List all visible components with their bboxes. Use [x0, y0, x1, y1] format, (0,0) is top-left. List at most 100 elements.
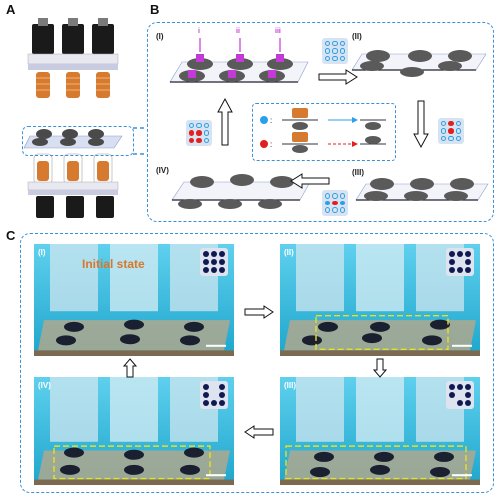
scale-bar	[452, 344, 472, 347]
grid-dot	[203, 400, 209, 406]
droplet-icon	[370, 321, 390, 332]
droplet-icon	[434, 451, 454, 462]
panel-a-letter: A	[6, 2, 16, 17]
scale-bar	[452, 474, 472, 477]
svg-text::: :	[270, 116, 272, 125]
c-photo-4	[34, 377, 234, 485]
photo-scene	[280, 377, 480, 485]
grid-dot	[457, 400, 463, 406]
b-legend-box	[252, 103, 396, 161]
panel-a-b-connector	[133, 127, 147, 155]
b-step-3-plate	[354, 170, 492, 210]
grid-dot	[465, 267, 471, 273]
grid-dot	[457, 392, 463, 398]
panel-b-letter: B	[150, 2, 160, 17]
grid-dot	[211, 251, 217, 257]
b-step-3-label: (III)	[352, 168, 364, 177]
droplet-plate	[23, 129, 123, 149]
panel-b-frame	[147, 22, 494, 222]
top-electromagnets	[27, 18, 119, 98]
droplet-icon	[184, 447, 204, 458]
b-col-label-iii: iii	[275, 28, 281, 35]
c-step-4-label: (IV)	[38, 381, 51, 390]
c-step-1-label: (I)	[38, 248, 46, 257]
droplet-icon	[430, 319, 450, 330]
droplet-icon	[124, 319, 144, 330]
highlight-region	[53, 445, 211, 480]
grid-dot	[211, 259, 217, 265]
grid-dot	[465, 384, 471, 390]
b-grid-left	[186, 120, 212, 146]
droplet-icon	[180, 464, 200, 475]
grid-dot	[465, 392, 471, 398]
grid-dot	[449, 251, 455, 257]
b-legend-illustration: : :	[260, 108, 386, 153]
droplet-icon	[362, 333, 382, 344]
b-col-label-i: i	[198, 28, 200, 35]
left-arrow-icon	[290, 173, 330, 189]
droplet-icon	[120, 334, 140, 345]
c-step-3-label: (III)	[284, 381, 296, 390]
grid-dot	[203, 267, 209, 273]
droplet-icon	[56, 335, 76, 346]
grid-dot	[219, 384, 225, 390]
highlight-region	[315, 314, 449, 350]
grid-dot	[203, 384, 209, 390]
grid-dot	[465, 400, 471, 406]
up-arrow-icon	[217, 97, 233, 146]
grid-dot	[203, 259, 209, 265]
droplet-icon	[318, 321, 338, 332]
droplet-icon	[374, 451, 394, 462]
grid-dot	[449, 267, 455, 273]
b-step-2-plate	[350, 40, 490, 80]
c-grid-4	[200, 381, 228, 409]
b-step-1-label: (I)	[156, 32, 164, 41]
c-step-2-label: (II)	[284, 248, 294, 257]
b-grid-top	[322, 38, 348, 64]
grid-dot	[457, 267, 463, 273]
grid-dot	[211, 392, 217, 398]
c-grid-2	[446, 248, 474, 276]
device-illustration	[22, 16, 132, 221]
grid-dot	[211, 400, 217, 406]
b-step-2-label: (II)	[352, 32, 362, 41]
droplet-icon	[184, 321, 204, 332]
c-left-arrow-icon	[244, 425, 274, 439]
grid-dot	[449, 400, 455, 406]
svg-text::: :	[270, 140, 272, 149]
scale-bar	[206, 474, 226, 477]
right-arrow-icon	[318, 69, 358, 85]
grid-dot	[211, 384, 217, 390]
grid-dot	[219, 251, 225, 257]
grid-dot	[457, 384, 463, 390]
down-arrow-icon	[413, 100, 429, 149]
c-down-arrow-icon	[372, 358, 388, 378]
grid-dot	[219, 392, 225, 398]
grid-dot	[219, 400, 225, 406]
grid-dot	[449, 392, 455, 398]
grid-dot	[449, 384, 455, 390]
grid-dot	[457, 259, 463, 265]
electromagnet-icon	[282, 108, 318, 130]
grid-dot	[211, 267, 217, 273]
b-step-4-label: (IV)	[156, 166, 169, 175]
droplet-icon	[64, 447, 84, 458]
grid-dot	[449, 259, 455, 265]
c-up-arrow-icon	[122, 358, 138, 378]
droplet-icon	[310, 467, 330, 478]
droplet-icon	[430, 467, 450, 478]
c-grid-3	[446, 381, 474, 409]
grid-dot	[203, 251, 209, 257]
b-grid-right	[438, 118, 464, 144]
grid-dot	[465, 251, 471, 257]
b-step-1-plate	[168, 28, 316, 88]
b-step-4-plate	[170, 166, 318, 214]
droplet-icon	[180, 335, 200, 346]
droplet-icon	[422, 335, 442, 346]
initial-state-label: Initial state	[82, 257, 145, 271]
b-col-label-ii: ii	[236, 28, 240, 35]
droplet-icon	[60, 464, 80, 475]
grid-dot	[465, 259, 471, 265]
droplet-icon	[64, 321, 84, 332]
grid-dot	[219, 267, 225, 273]
